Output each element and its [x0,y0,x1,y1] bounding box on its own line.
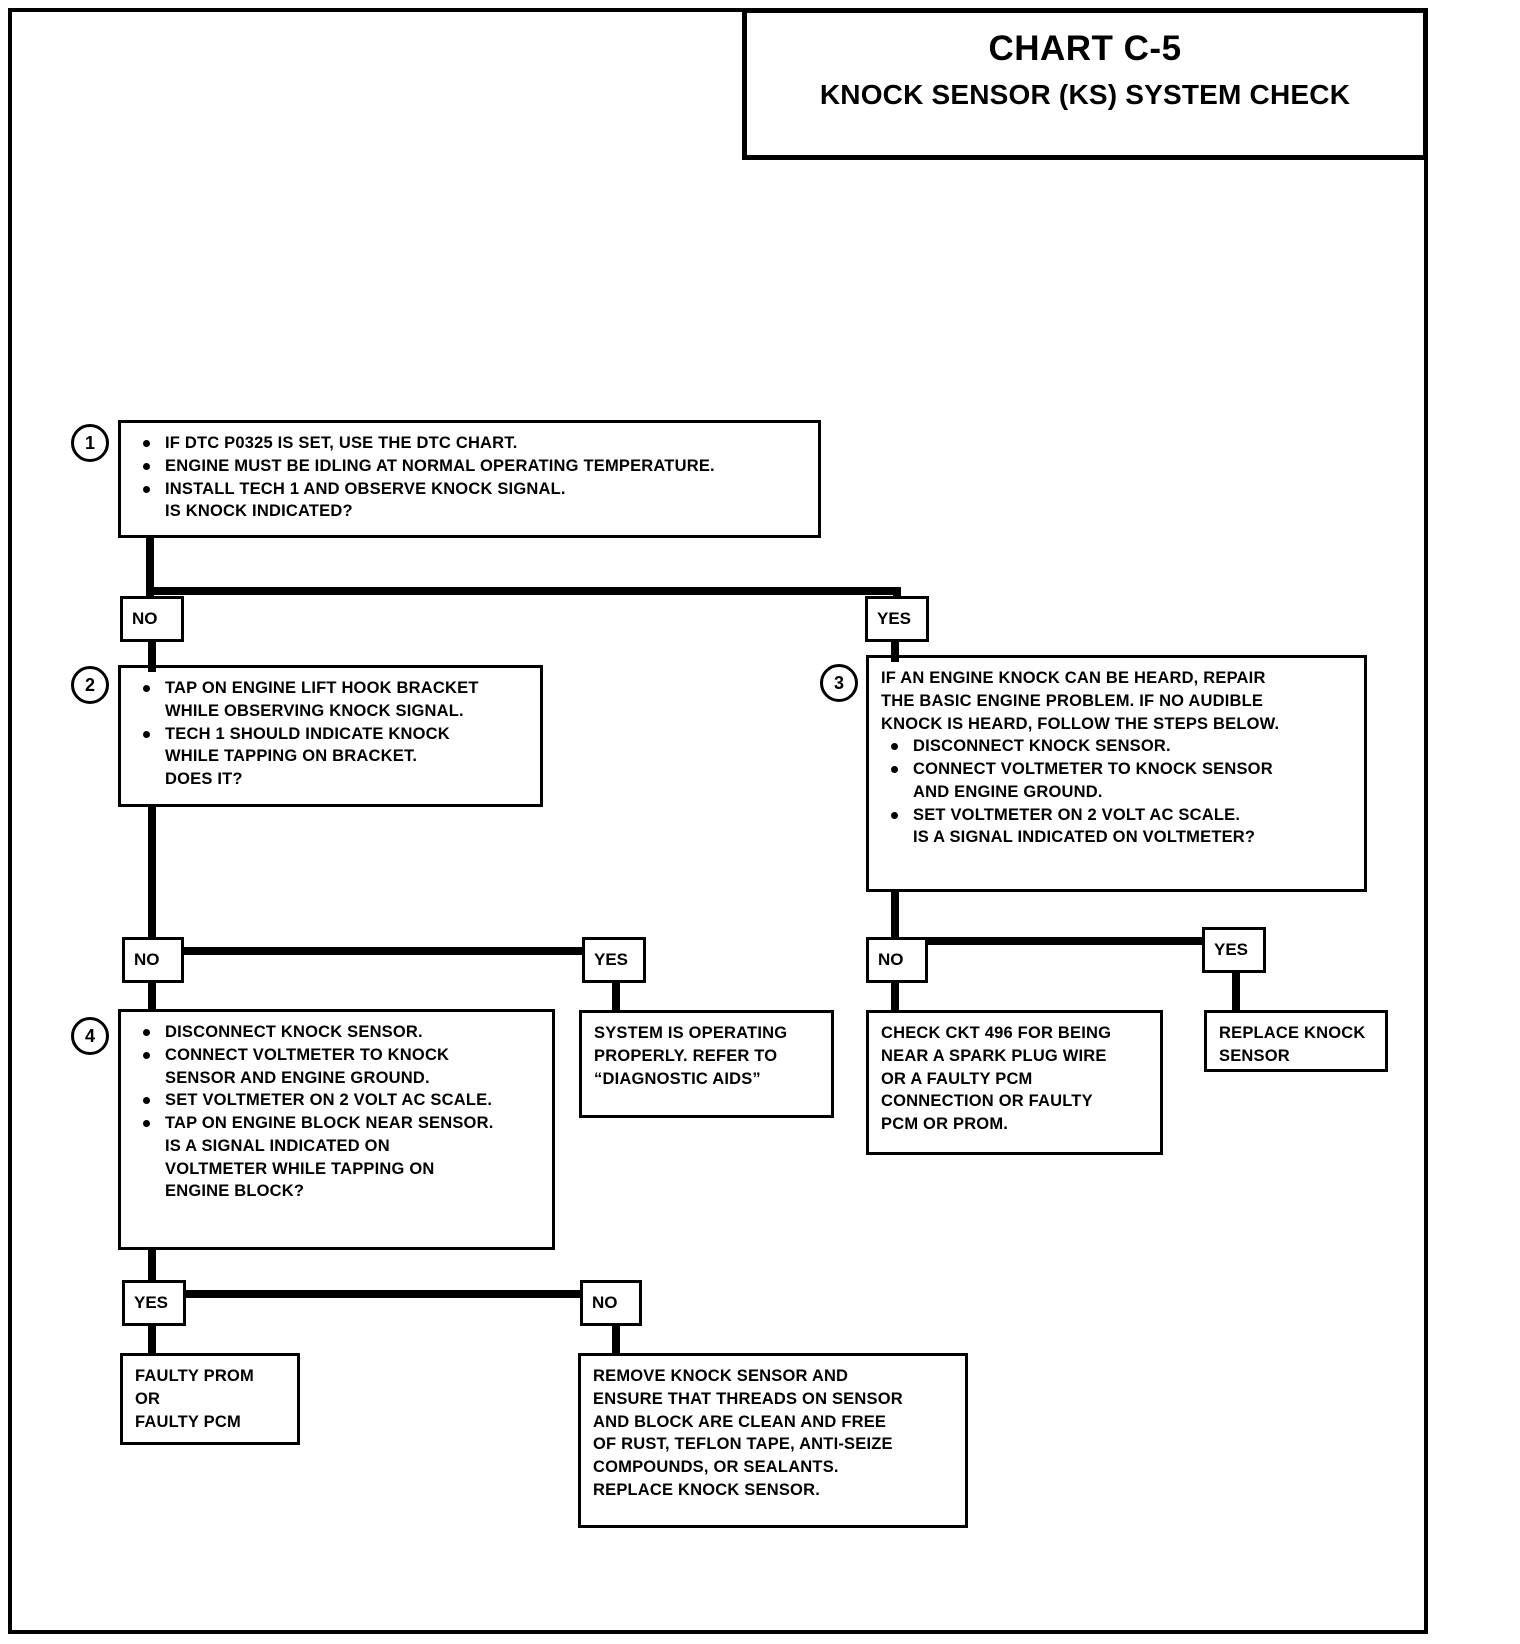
result-remove-line-5: COMPOUNDS, OR SEALANTS. [593,1458,839,1477]
step-3-line-8: IS A SIGNAL INDICATED ON VOLTMETER? [913,828,1256,847]
step-1-box: IF DTC P0325 IS SET, USE THE DTC CHART. … [118,420,821,538]
result-ckt-line-4: CONNECTION OR FAULTY [881,1092,1093,1111]
branch-label-no-step2: NO [122,937,184,983]
result-remove-knock-sensor-box: REMOVE KNOCK SENSOR AND ENSURE THAT THRE… [578,1353,968,1528]
result-system-line-1: SYSTEM IS OPERATING [594,1024,788,1042]
connector-box3-down [891,890,899,945]
document-frame [8,8,1428,1634]
result-remove-line-1: REMOVE KNOCK SENSOR AND [593,1367,849,1385]
step-2-box: TAP ON ENGINE LIFT HOOK BRACKET WHILE OB… [118,665,543,807]
step-number-2: 2 [84,674,95,695]
result-faulty-line-3: FAULTY PCM [135,1412,241,1431]
branch-label-yes-step3-text: YES [1214,940,1249,959]
step-circle-4: 4 [71,1017,109,1055]
step-3-line-5: CONNECT VOLTMETER TO KNOCK SENSOR [881,758,1354,781]
step-3-box: IF AN ENGINE KNOCK CAN BE HEARD, REPAIR … [866,655,1367,892]
step-4-line-6: IS A SIGNAL INDICATED ON [165,1136,390,1155]
step-2-line-5: DOES IT? [165,770,243,789]
connector-no4-to-remove-ks [612,1326,620,1353]
step-2-line-3: TECH 1 SHOULD INDICATE KNOCK [133,723,530,746]
result-remove-line-6: REPLACE KNOCK SENSOR. [593,1480,820,1499]
result-system-operating-box: SYSTEM IS OPERATING PROPERLY. REFER TO “… [579,1010,834,1118]
connector-yes2-to-system-ok [612,983,620,1010]
branch-label-no-step2-text: NO [134,950,160,969]
step-4-line-2: CONNECT VOLTMETER TO KNOCK [133,1044,542,1067]
branch-label-yes-step4: YES [122,1280,186,1326]
result-replace-knock-sensor-box: REPLACE KNOCK SENSOR [1204,1010,1388,1072]
branch-label-no-step3: NO [866,937,928,983]
result-ckt-line-3: OR A FAULTY PCM [881,1069,1033,1088]
connector-yes1-to-box3 [891,640,899,662]
branch-label-no-step1-text: NO [132,609,158,628]
connector-box4-down [148,1248,156,1298]
result-replace-line-2: SENSOR [1219,1046,1290,1065]
result-remove-line-3: AND BLOCK ARE CLEAN AND FREE [593,1412,887,1431]
connector-no1-to-box2 [148,640,156,672]
step-3-line-6: AND ENGINE GROUND. [913,782,1103,801]
connector-box1-bus [146,587,901,595]
result-remove-line-2: ENSURE THAT THREADS ON SENSOR [593,1389,903,1408]
step-circle-1: 1 [71,424,109,462]
chart-title-block: CHART C-5 KNOCK SENSOR (KS) SYSTEM CHECK [742,8,1428,160]
chart-id: CHART C-5 [988,29,1182,68]
branch-label-no-step1: NO [120,596,184,642]
step-number-4: 4 [84,1025,95,1046]
result-ckt-line-2: NEAR A SPARK PLUG WIRE [881,1046,1107,1065]
step-number-1: 1 [84,432,95,453]
connector-box1-no-down [146,587,154,596]
branch-label-yes-step4-text: YES [134,1293,169,1312]
result-check-ckt-box: CHECK CKT 496 FOR BEING NEAR A SPARK PLU… [866,1010,1163,1155]
result-faulty-line-2: OR [135,1389,161,1408]
branch-label-no-step3-text: NO [878,950,904,969]
branch-label-yes-step3: YES [1202,927,1266,973]
step-4-line-4: SET VOLTMETER ON 2 VOLT AC SCALE. [133,1089,542,1112]
result-ckt-line-1: CHECK CKT 496 FOR BEING [881,1024,1112,1042]
branch-label-no-step4-text: NO [592,1293,618,1312]
connector-box1-yes-down [893,587,901,596]
branch-label-no-step4: NO [580,1280,642,1326]
result-system-line-2: PROPERLY. REFER TO [594,1046,778,1065]
step-2-line-1: TAP ON ENGINE LIFT HOOK BRACKET [133,677,530,700]
step-3-line-7: SET VOLTMETER ON 2 VOLT AC SCALE. [881,804,1354,827]
connector-no3-to-check-ckt [891,983,899,1010]
step-1-line-2: ENGINE MUST BE IDLING AT NORMAL OPERATIN… [133,455,808,478]
step-4-line-3: SENSOR AND ENGINE GROUND. [165,1068,430,1087]
step-circle-2: 2 [71,666,109,704]
step-2-line-2: WHILE OBSERVING KNOCK SIGNAL. [165,701,464,720]
connector-box2-down [148,805,156,955]
branch-label-yes-step1-text: YES [877,609,912,628]
step-3-line-1: IF AN ENGINE KNOCK CAN BE HEARD, REPAIR [881,669,1266,687]
step-4-line-1: DISCONNECT KNOCK SENSOR. [133,1021,542,1044]
step-3-line-4: DISCONNECT KNOCK SENSOR. [881,735,1354,758]
chart-name: KNOCK SENSOR (KS) SYSTEM CHECK [819,78,1351,110]
connector-box3-bus [891,937,1240,945]
step-circle-3: 3 [820,664,858,702]
result-remove-line-4: OF RUST, TEFLON TAPE, ANTI-SEIZE [593,1435,893,1454]
step-3-line-3: KNOCK IS HEARD, FOLLOW THE STEPS BELOW. [881,714,1280,733]
result-ckt-line-5: PCM OR PROM. [881,1115,1009,1134]
step-4-box: DISCONNECT KNOCK SENSOR. CONNECT VOLTMET… [118,1009,555,1250]
step-1-line-1: IF DTC P0325 IS SET, USE THE DTC CHART. [133,432,808,455]
result-replace-line-1: REPLACE KNOCK [1219,1024,1366,1042]
step-4-line-8: ENGINE BLOCK? [165,1182,305,1201]
result-faulty-prom-pcm-box: FAULTY PROM OR FAULTY PCM [120,1353,300,1445]
connector-box1-down [146,535,154,595]
step-number-3: 3 [833,672,844,693]
connector-yes3-to-replace-ks [1232,973,1240,1010]
result-system-line-3: “DIAGNOSTIC AIDS” [594,1069,761,1088]
step-2-line-4: WHILE TAPPING ON BRACKET. [165,747,418,766]
connector-yes4-to-faulty [148,1326,156,1353]
step-3-line-2: THE BASIC ENGINE PROBLEM. IF NO AUDIBLE [881,691,1264,710]
step-1-line-4: IS KNOCK INDICATED? [165,502,353,521]
connector-box4-bus [148,1290,620,1298]
step-4-line-5: TAP ON ENGINE BLOCK NEAR SENSOR. [133,1112,542,1135]
connector-no2-to-box4 [148,983,156,1010]
branch-label-yes-step1: YES [865,596,929,642]
step-4-line-7: VOLTMETER WHILE TAPPING ON [165,1159,435,1178]
branch-label-yes-step2: YES [582,937,646,983]
branch-label-yes-step2-text: YES [594,950,629,969]
result-faulty-line-1: FAULTY PROM [135,1367,254,1385]
connector-box2-bus [148,947,620,955]
step-1-line-3: INSTALL TECH 1 AND OBSERVE KNOCK SIGNAL. [133,478,808,501]
